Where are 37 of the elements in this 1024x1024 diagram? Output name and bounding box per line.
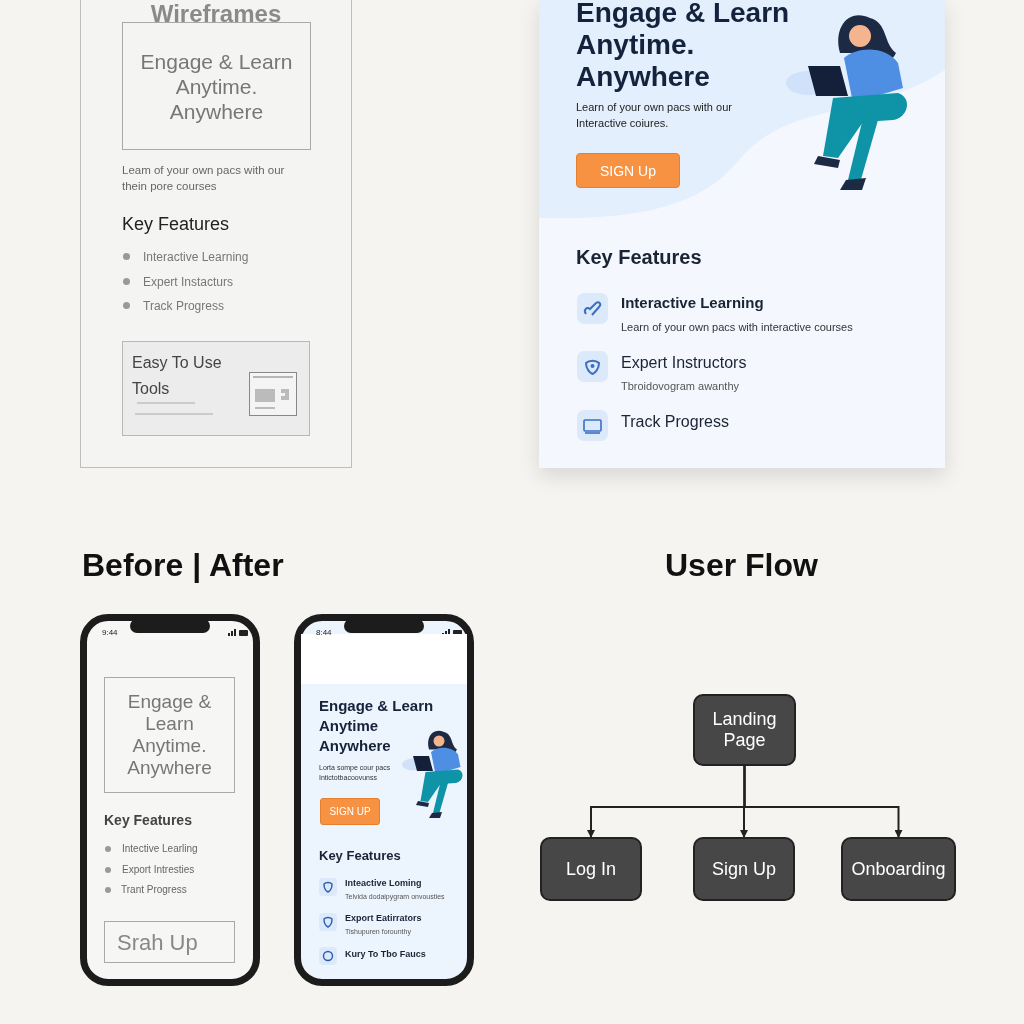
list-item: Track Progress [143, 299, 225, 313]
process-box: Onboarding [841, 837, 956, 901]
process-box: Log In [540, 837, 642, 901]
feature-title: Interactive Learning [621, 294, 765, 311]
section-heading: Key Features [319, 848, 402, 863]
hero-heading: Engage & Learn Anytime. Anywhere [576, 0, 791, 93]
list-item: Intective Learling [122, 843, 199, 854]
feature-title: Kury To Tbo Faucs [345, 949, 427, 959]
feature-description: Learn of your own pacs with interactive courses [621, 321, 854, 333]
arrow [743, 765, 903, 838]
feature-title: Export Eatirrators [345, 913, 423, 923]
list-item: Export Intresties [122, 864, 196, 875]
placeholder-field: Engage & Learn Anytime. Anywhere [122, 22, 311, 150]
card-title: Easy To Use Tools [132, 353, 223, 399]
section-heading: Key Features [122, 214, 231, 235]
feature-title: Expert Instructors [621, 354, 748, 372]
process-box: Sign Up [693, 837, 795, 901]
placeholder-field: Srah Up [104, 921, 235, 963]
section-title: User Flow [665, 547, 819, 584]
section-title: Before | After [82, 547, 285, 584]
signup-button: SIGN UP [320, 798, 380, 825]
section-heading: Key Features [576, 246, 703, 269]
list-item: Trant Progress [121, 884, 188, 895]
body-text: Learn of your own pacs with our Interactive coiures. [576, 100, 733, 131]
signup-button: SIGN Up [576, 153, 680, 188]
feature-title: Track Progress [621, 413, 730, 431]
section-heading: Key Features [104, 812, 193, 828]
feature-title: Inteactive Loming [345, 878, 423, 888]
status-time: 9:44 [102, 628, 119, 637]
body-text: Leam of your own pacs with our thein pore courses [122, 163, 286, 194]
process-box: Landing Page [693, 694, 796, 766]
list-item: Expert Instacturs [143, 275, 235, 289]
feature-description: Tbroidovogram awanthy [621, 380, 740, 392]
hero-heading: Engage & Learn Anytime Anywhere [319, 696, 435, 756]
list-item: Interactive Learning [143, 250, 250, 264]
placeholder-field: Engage & Learn Anytime. Anywhere [104, 677, 235, 793]
status-time: 8:44 [316, 628, 333, 637]
